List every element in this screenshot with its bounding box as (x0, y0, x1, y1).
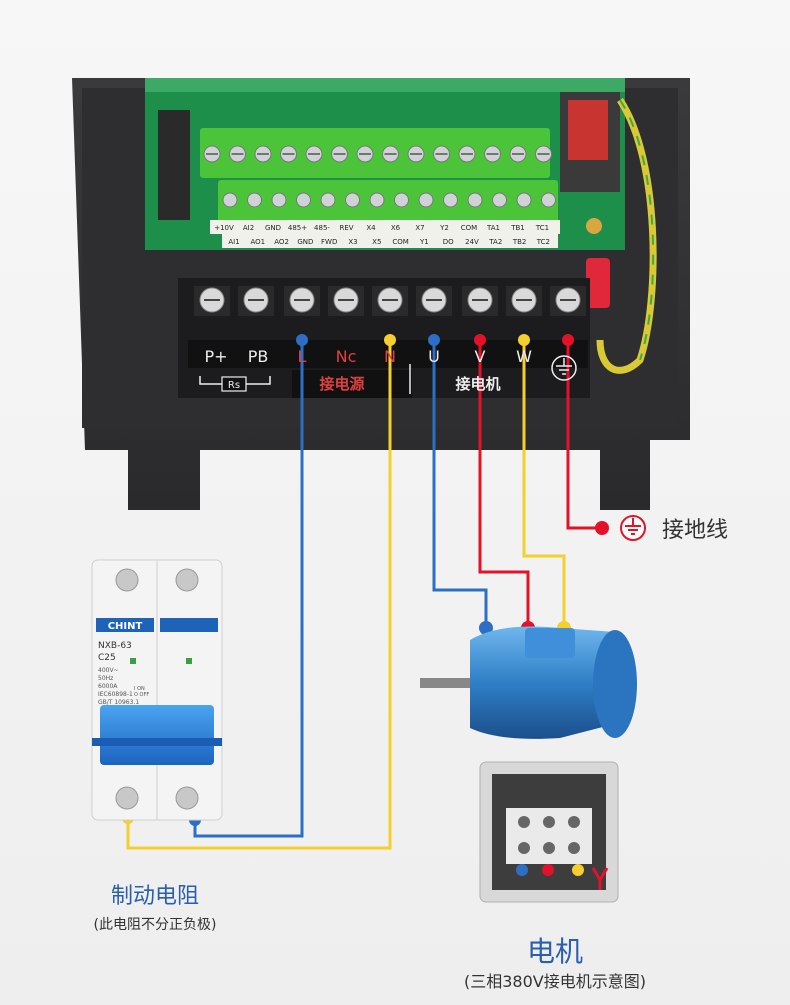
pcb-screw (345, 192, 360, 208)
pcb-terminal-label: GND (297, 238, 313, 246)
rs-bracket: Rs (199, 364, 411, 394)
svg-text:CHINT: CHINT (108, 621, 143, 632)
circuit-breaker: CHINT NXB-63 C25 400V~ 50Hz 6000A IEC608… (91, 559, 223, 821)
ground-symbol-icon (551, 355, 577, 381)
pcb-screw (541, 192, 556, 208)
terminal-label: P+ (204, 347, 227, 366)
terminal-screws-bottom (222, 192, 556, 208)
svg-text:I ON: I ON (134, 686, 145, 692)
svg-text:NXB-63: NXB-63 (98, 641, 132, 651)
terminal-label: N (384, 347, 396, 366)
power-terminal-labels: P+ PB L Nc N U V W (204, 347, 532, 366)
pcb-terminal-label: AI2 (243, 224, 254, 232)
pcb-terminal-label: Y2 (439, 224, 449, 232)
pcb-screw (247, 192, 262, 208)
terminal-label: L (298, 347, 307, 366)
terminal-label: V (475, 347, 486, 366)
ground-wire-label: 接地线 (662, 518, 729, 543)
brake-resistor-title: 制动电阻 (110, 884, 199, 909)
pcb-terminal-label: X4 (366, 224, 376, 232)
pcb-terminal-label: GND (265, 224, 281, 232)
pcb-terminal-label: TB1 (510, 224, 525, 232)
control-board (145, 78, 625, 250)
pcb-terminal-label: 485- (314, 224, 330, 232)
terminal-screws-top (203, 145, 552, 163)
pcb-terminal-label: TA2 (488, 238, 502, 246)
motor-junction-box (479, 761, 619, 903)
pcb-terminal-label: COM (392, 238, 408, 246)
svg-text:Rs: Rs (228, 380, 240, 391)
pcb-terminal-label: +10V (214, 224, 234, 232)
pcb-terminal-label: DO (443, 238, 454, 246)
brake-resistor-note: (此电阻不分正负极) (93, 917, 217, 933)
pcb-bottom-row-labels: AI1 AO1 AO2 GND FWD X3 X5 COM Y1 DO 24V TA2 TB2 TC2 (228, 238, 550, 246)
terminal-label: PB (248, 347, 269, 366)
terminal-label: Nc (336, 347, 357, 366)
pcb-screw (467, 192, 483, 208)
pcb-screw (492, 192, 507, 208)
pcb-terminal-label: AO2 (274, 238, 289, 246)
pcb-screw (320, 192, 336, 208)
motor (420, 626, 637, 739)
pcb-terminal-label: Y1 (419, 238, 429, 246)
earth-ground-icon (620, 515, 646, 541)
power-screws (194, 286, 586, 316)
pcb-screw (296, 192, 311, 208)
svg-text:O OFF: O OFF (134, 692, 149, 698)
pcb-screw (418, 192, 434, 208)
pcb-terminal-label: TA1 (486, 224, 500, 232)
power-group-label: 接电源 (319, 375, 364, 393)
pcb-terminal-label: AO1 (250, 238, 265, 246)
svg-text:C25: C25 (98, 653, 116, 663)
svg-text:GB/T 10963.1: GB/T 10963.1 (98, 699, 139, 706)
terminal-label: W (516, 347, 532, 366)
svg-text:400V~: 400V~ (98, 667, 119, 674)
svg-text:IEC60898-1: IEC60898-1 (98, 691, 133, 698)
pcb-terminal-label: TC2 (536, 238, 550, 246)
terminal-label: U (428, 347, 440, 366)
pcb-terminal-label: COM (461, 224, 477, 232)
motor-group-label: 接电机 (455, 375, 500, 393)
pcb-terminal-label: 485+ (288, 224, 307, 232)
pcb-terminal-label: 24V (465, 238, 479, 246)
svg-text:50Hz: 50Hz (98, 675, 113, 682)
pcb-terminal-label: FWD (321, 238, 337, 246)
pcb-terminal-label: X3 (348, 238, 357, 246)
pcb-terminal-label: X7 (415, 224, 424, 232)
pcb-terminal-label: TB2 (512, 238, 527, 246)
pcb-terminal-label: REV (339, 224, 353, 232)
pcb-screw (443, 192, 458, 208)
svg-text:6000A: 6000A (98, 683, 118, 690)
pcb-screw (394, 192, 409, 208)
pcb-terminal-label: TC1 (535, 224, 549, 232)
motor-note: (三相380V接电机示意图) (464, 972, 646, 991)
pcb-screw (222, 192, 238, 208)
pcb-screw (516, 192, 532, 208)
pcb-screw (271, 192, 287, 208)
wires (126, 340, 600, 850)
pcb-terminal-label: AI1 (228, 238, 239, 246)
motor-title: 电机 (526, 935, 583, 968)
pcb-terminal-label: X6 (391, 224, 401, 232)
pcb-screw (369, 192, 385, 208)
pcb-terminal-label: X5 (372, 238, 381, 246)
ground-bracket-wire (586, 98, 657, 374)
pcb-top-row-labels: +10V AI2 GND 485+ 485- REV X4 X6 X7 Y2 COM TA1 TB1 TC… (214, 224, 549, 232)
